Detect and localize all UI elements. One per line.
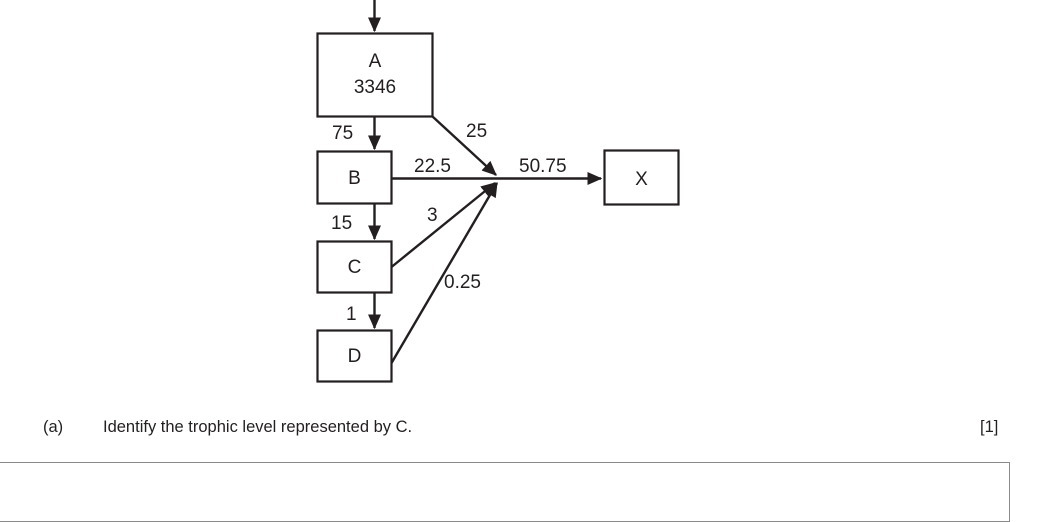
box-b-label: B bbox=[348, 168, 361, 189]
flow-arrow-d-to-junction bbox=[390, 181, 499, 364]
flow-label-3: 3 bbox=[427, 205, 438, 226]
box-x-label: X bbox=[635, 169, 648, 190]
answer-input-area[interactable] bbox=[0, 462, 1010, 522]
box-a-label: A bbox=[369, 51, 382, 72]
flow-label-1: 1 bbox=[346, 304, 357, 325]
box-b bbox=[316, 150, 393, 205]
flow-label-15: 15 bbox=[331, 213, 352, 234]
question-letter: (a) bbox=[43, 418, 64, 436]
flow-arrow-a-to-junction bbox=[431, 115, 497, 176]
box-a bbox=[316, 32, 434, 118]
flow-label-75: 75 bbox=[332, 123, 353, 144]
box-x bbox=[603, 149, 680, 206]
box-a-value: 3346 bbox=[354, 77, 396, 98]
flow-label-50-75: 50.75 bbox=[519, 156, 567, 177]
flow-label-0-25: 0.25 bbox=[444, 272, 481, 293]
box-d-label: D bbox=[348, 346, 362, 367]
question-marks: [1] bbox=[980, 418, 999, 436]
flow-label-22-5: 22.5 bbox=[414, 156, 451, 177]
box-d bbox=[316, 329, 393, 383]
box-c-label: C bbox=[348, 257, 362, 278]
question-text: Identify the trophic level represented b… bbox=[103, 418, 413, 436]
question-row: (a) Identify the trophic level represent… bbox=[0, 415, 1053, 451]
energy-flow-diagram: A 3346 75 25 B 22.5 50.75 X 15 C 3 1 bbox=[316, 0, 680, 383]
flow-arrow-c-to-junction bbox=[390, 182, 496, 268]
flow-label-25: 25 bbox=[466, 121, 487, 142]
